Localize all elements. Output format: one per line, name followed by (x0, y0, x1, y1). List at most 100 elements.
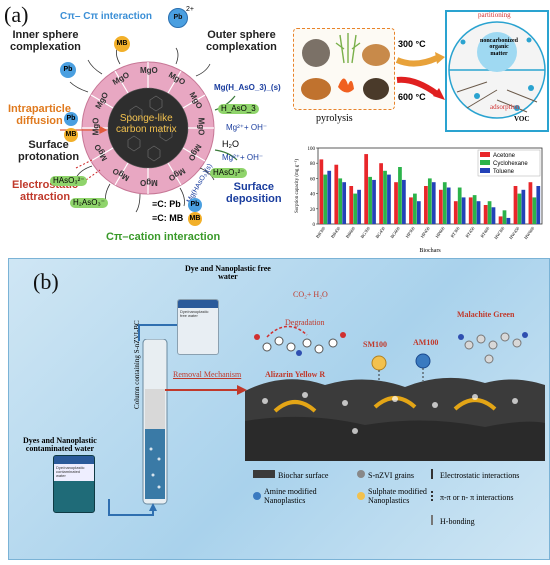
pb-badge: Pb (60, 62, 76, 78)
x-tick-label: HW300 (493, 225, 506, 240)
bar-acetone (319, 159, 324, 224)
malachite-label: Malachite Green (457, 310, 515, 319)
mgo-label: MgO (196, 117, 206, 136)
bar-acetone (349, 186, 354, 224)
y-tick-label: 80 (310, 162, 316, 167)
bar-toluene (402, 179, 406, 224)
bar-toluene (416, 201, 421, 224)
legend-label-cyclohexane: Cyclohexane (493, 161, 528, 167)
legend: Biochar surface S-nZVI grains Electrosta… (253, 465, 543, 555)
bar-acetone (394, 182, 398, 224)
dye-free-label: Dye and Nanoplastic free water (185, 264, 271, 282)
bar-toluene (506, 217, 511, 224)
mgo-label: MgO (91, 117, 101, 136)
sponge-carbon-label: Sponge-like carbon matrix (116, 113, 177, 135)
panel-b-label: (b) (33, 269, 59, 294)
am100-label: AM100 (413, 338, 439, 347)
clean-water-bottle: Dye/nanoplastic free water (177, 299, 219, 355)
pb2-badge: Pb (168, 8, 188, 28)
mgo-label: MgO (140, 66, 158, 75)
y-tick-label: 0 (313, 223, 316, 228)
pb-badge-2: Pb (64, 112, 78, 126)
contaminated-label: Dyes and Nanoplastic contaminated water (23, 436, 97, 454)
x-tick-label: BB600 (345, 225, 357, 239)
bar-toluene (476, 201, 481, 224)
bar-cyclohexane (442, 182, 447, 224)
pyrolysis-box (293, 28, 395, 110)
bar-cyclohexane (502, 210, 507, 224)
mgo-label: MgO (140, 178, 158, 187)
pb-badge-3: Pb (188, 198, 202, 212)
h2aso3: H₂AsO₃⁻ (70, 198, 108, 209)
x-tick-label: BG300 (360, 225, 372, 239)
bar-cyclohexane (532, 197, 537, 224)
cpi-cation-label: Cπ–cation interaction (106, 231, 221, 243)
bar-toluene (431, 182, 436, 224)
x-tick-label: HP300 (405, 225, 417, 239)
bar-toluene (521, 189, 526, 224)
biochar-surface (245, 377, 545, 461)
bar-acetone (468, 197, 473, 224)
bar-cyclohexane (457, 187, 462, 224)
cpi-cpi-label: Cπ– Cπ interaction (60, 11, 152, 22)
bar-acetone (453, 201, 458, 224)
mg2-oh-2: Mg²⁺+ OH⁻ (222, 153, 264, 162)
feedstock-images (301, 33, 390, 100)
c-mb-label: ≡C: MB (152, 213, 184, 223)
bar-toluene (461, 197, 466, 224)
sm100-label: SM100 (363, 340, 387, 349)
y-tick-label: 100 (308, 147, 316, 152)
hex-texture (127, 95, 173, 162)
temperature-arrows (395, 52, 445, 100)
bar-toluene (357, 189, 361, 224)
legend-electrostatic: Electrostatic interactions (431, 465, 519, 483)
y-tick-label: 20 (310, 208, 316, 213)
filter-column (142, 339, 168, 505)
legend-amine: Amine modified Nanoplastics (253, 487, 317, 505)
noncarbonized-label: noncarbonized organic matter (480, 38, 519, 57)
alizarin-label: Alizarin Yellow R (265, 370, 326, 379)
pb2-charge: 2+ (186, 6, 194, 13)
c-pb-label: ≡C: Pb (152, 199, 181, 209)
surface-protonation-label: Surface protonation (18, 139, 80, 163)
legend-swatch-acetone (480, 152, 490, 157)
ring-dividers (82, 62, 214, 194)
carbon-core (108, 88, 188, 168)
h2o-label: H₂O (222, 139, 239, 149)
voc-label: VOC (514, 115, 530, 123)
legend-hbond: H-bonding (431, 511, 475, 529)
panel-a: (a) (0, 0, 550, 255)
biochar-particle (448, 21, 546, 119)
legend-label-acetone: Acetone (493, 153, 516, 159)
t600-label: 600 °C (398, 92, 426, 102)
outer-sphere-label: Outer sphere complexation (206, 29, 277, 53)
malachite-molecule (458, 332, 528, 364)
bar-acetone (334, 164, 339, 224)
contaminated-water-bottle: Dye/nanoplastic contaminated water (53, 455, 95, 513)
legend-swatch-cyclohexane (480, 160, 490, 165)
bar-acetone (483, 205, 488, 224)
bar-toluene (491, 207, 496, 224)
mb-badge-2: MB (64, 128, 78, 142)
co2-label: CO₂+ H₂O (293, 290, 328, 299)
surface-groups (69, 45, 215, 213)
biochar-particle-box (445, 10, 549, 132)
mg-haso3-label: Mg(H_AsO_3)_(s) (214, 83, 281, 92)
alizarin-molecule (254, 325, 346, 356)
bar-cyclohexane (398, 167, 402, 224)
bar-cyclohexane (487, 201, 492, 224)
x-tick-label: HW600 (523, 225, 536, 240)
bar-acetone (424, 186, 428, 224)
y-tick-label: 40 (310, 193, 316, 198)
bar-cyclohexane (413, 193, 417, 224)
haso3-left: H_AsO_3 (218, 104, 259, 115)
bar-toluene (342, 182, 347, 224)
panel-b: (b) Column containing S-nZVI-BC Dye/nano… (8, 258, 550, 560)
bar-cyclohexane (353, 193, 358, 224)
legend-label-toluene: Toluene (493, 169, 515, 175)
bar-toluene (327, 170, 332, 224)
removal-arrow (165, 385, 247, 395)
x-tick-label: BG450 (374, 225, 386, 239)
legend-biochar: Biochar surface (253, 465, 328, 483)
y-axis-label: Sorption capacity (mg g⁻¹) (294, 159, 300, 213)
